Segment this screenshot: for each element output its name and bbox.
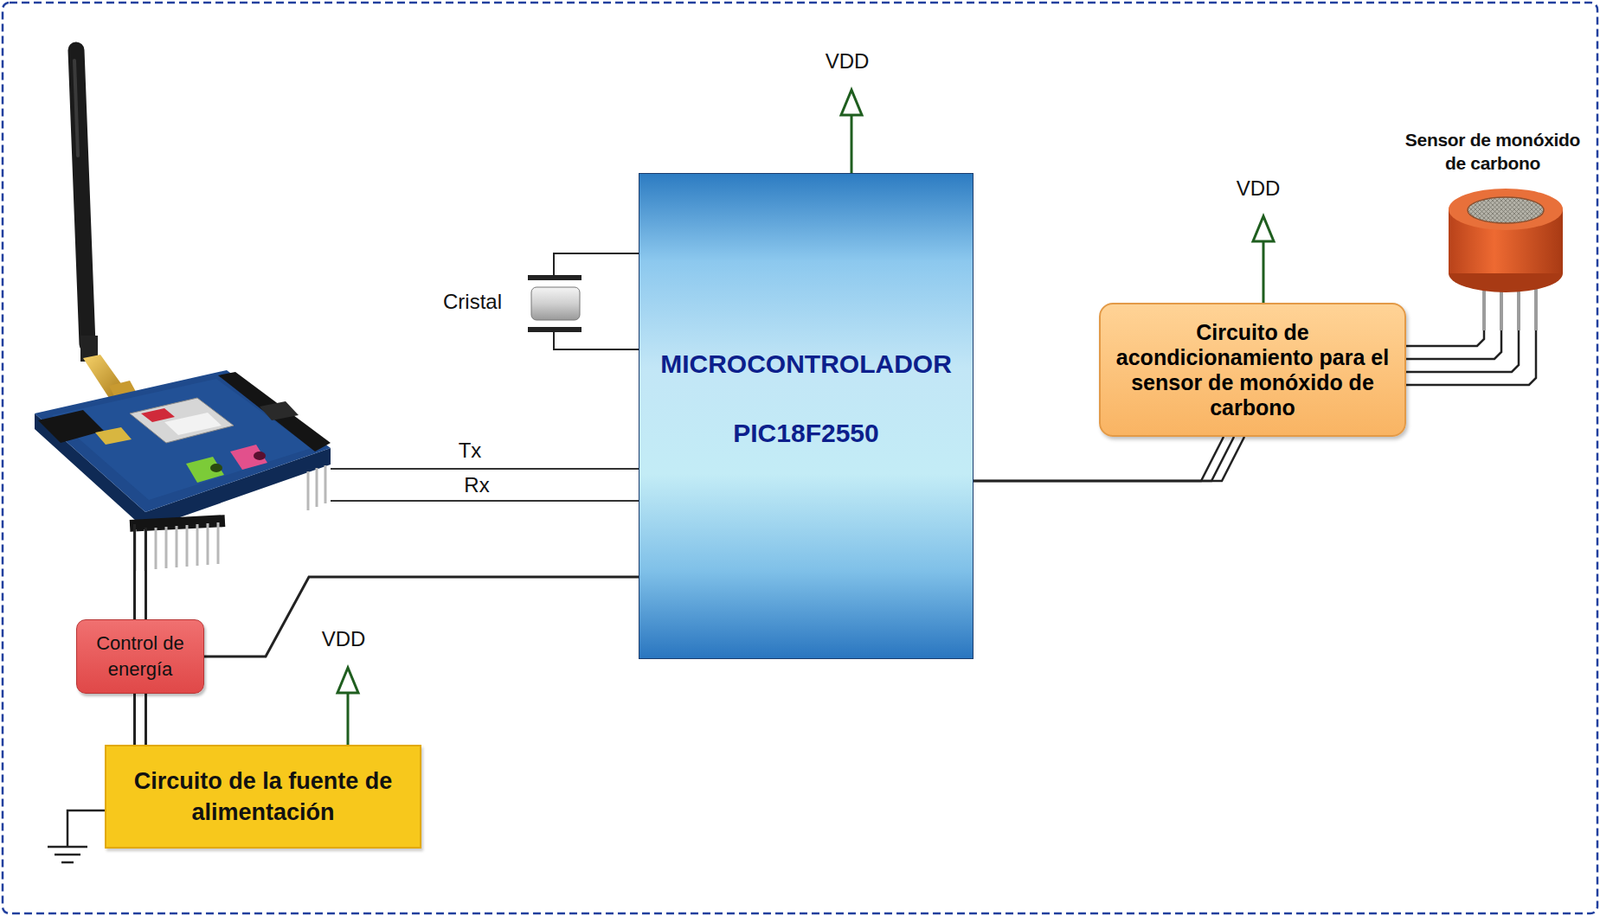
wire-path	[204, 577, 639, 657]
wire-path	[973, 436, 1224, 482]
node-text: MICROCONTROLADOR	[660, 349, 952, 380]
node-text: Circuito de acondicionamiento para el se…	[1112, 320, 1393, 421]
sensor-node: Sensor de monóxido de carbono	[1393, 128, 1593, 331]
wire-path	[1406, 330, 1502, 360]
supply-label: VDD	[825, 49, 870, 74]
component-label: Cristal	[443, 289, 502, 315]
wire-connector	[973, 436, 1245, 482]
conditioning-box: Circuito de acondicionamiento para el se…	[1098, 302, 1407, 437]
crystal-symbol	[527, 253, 639, 350]
wire-path	[1406, 330, 1536, 386]
wire-connector	[204, 577, 639, 657]
signal-label: Tx	[458, 438, 482, 463]
co-sensor-illustration	[1393, 183, 1593, 331]
power-supply-box: Circuito de la fuente de alimentación	[104, 745, 422, 849]
wire-path	[973, 436, 1234, 482]
ground-symbol	[47, 810, 105, 863]
wire-connector	[134, 693, 147, 746]
node-text: Control de energía	[83, 630, 197, 683]
wire-path	[144, 693, 148, 746]
wire-path	[973, 436, 1245, 482]
supply-label: VDD	[321, 627, 367, 652]
wire-path	[1406, 330, 1485, 347]
node-text: PIC18F2550	[732, 418, 879, 449]
node-text: Sensor de monóxido de carbono	[1393, 128, 1593, 175]
node-text: Circuito de la fuente de alimentación	[113, 765, 413, 829]
wire-path	[133, 693, 136, 746]
wire-connector	[1406, 330, 1536, 386]
supply-label: VDD	[1236, 176, 1281, 201]
wire-path	[1406, 330, 1519, 373]
signal-wire	[330, 469, 639, 502]
microcontroller-box: MICROCONTROLADOR PIC18F2550	[638, 173, 974, 660]
power-wire	[134, 524, 147, 620]
power-control-box: Control de energía	[76, 619, 205, 694]
signal-label: Rx	[463, 473, 489, 498]
gsm-module-illustration	[34, 50, 331, 572]
